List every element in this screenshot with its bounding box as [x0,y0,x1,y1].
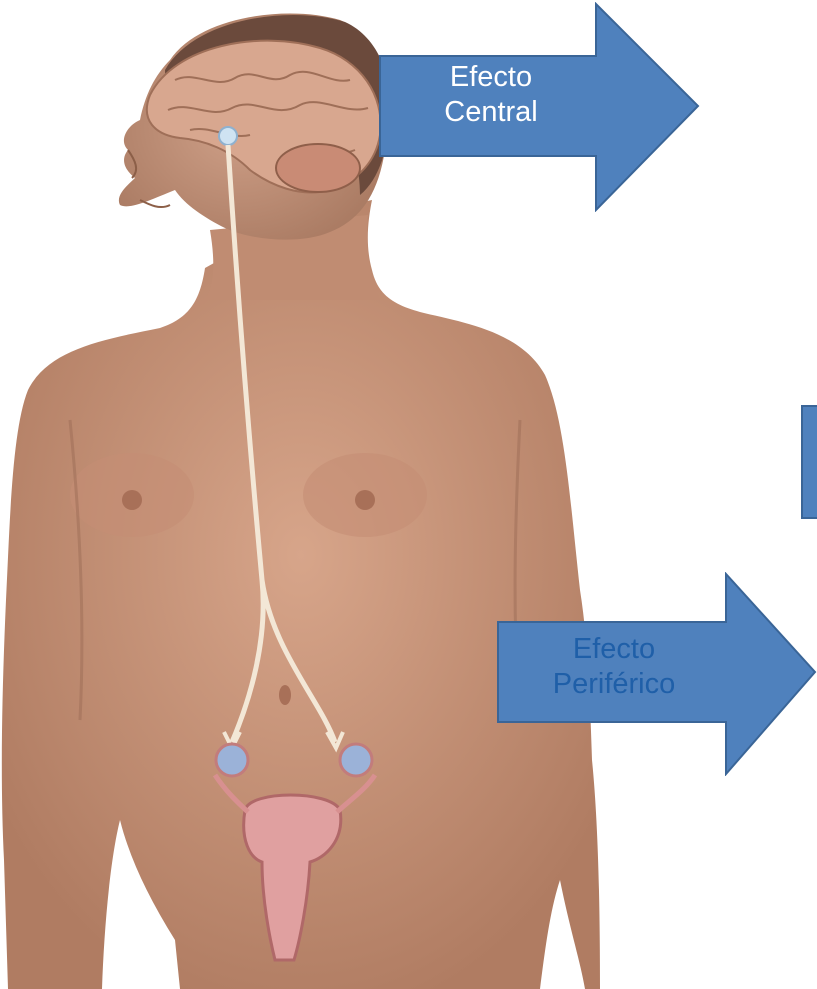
partial-box-shape [800,404,817,520]
navel [279,685,291,705]
cerebellum [276,144,360,192]
arrow-central-label: Efecto Central [382,60,600,130]
ovary-right [340,744,372,776]
partial-box-svg [800,404,817,520]
arrow-central-line-2: Central [382,95,600,130]
nipple-left [122,490,142,510]
nipple-right [355,490,375,510]
arrow-periferico-label: Efecto Periférico [498,632,730,702]
arrow-central-line-1: Efecto [382,60,600,95]
arrow-efecto-periferico: Efecto Periférico [496,572,817,776]
ovary-left [216,744,248,776]
arrow-periferico-line-1: Efecto [498,632,730,667]
arrow-periferico-line-2: Periférico [498,667,730,702]
arrow-efecto-central: Efecto Central [378,2,700,212]
pituitary-node [219,127,237,145]
